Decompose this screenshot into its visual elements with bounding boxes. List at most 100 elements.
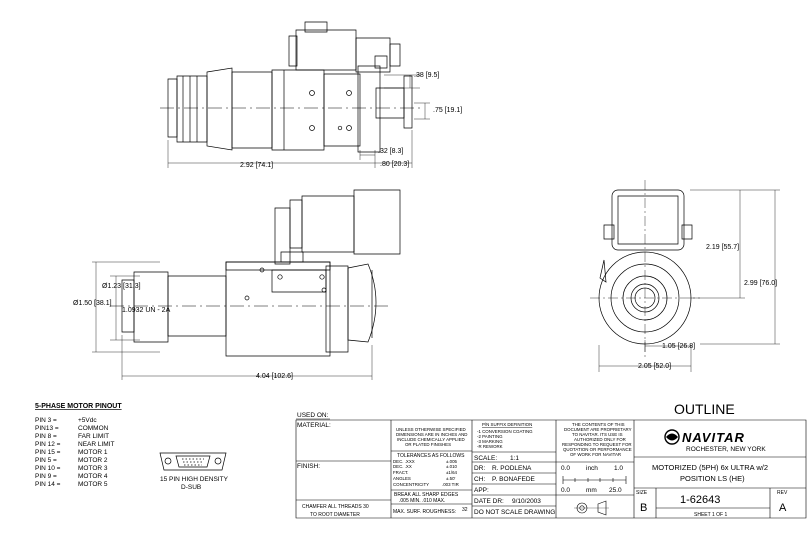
- inch-scale-max: 1.0: [614, 465, 623, 472]
- part-number: 1-62643: [680, 494, 720, 506]
- approved-by-label: APP:: [474, 487, 489, 494]
- sheet-number: SHEET 1 OF 1: [694, 512, 727, 518]
- pin-label: PIN 12 =: [35, 441, 61, 448]
- pin-function: MOTOR 1: [78, 449, 108, 456]
- tolerance-label: DEC. .XXX: [393, 459, 415, 464]
- top-view: [160, 22, 430, 168]
- dim-top-len-32: .32 [8.3]: [378, 148, 403, 155]
- pin-label: PIN 14 =: [35, 481, 61, 488]
- dim-side-thread: 1.0932 UN - 2A: [122, 307, 171, 314]
- proprietary-note: RESPONDING TO REQUEST FOR: [562, 442, 632, 447]
- dim-top-len-80: .80 [20.3]: [380, 161, 409, 168]
- suffix-row: -R REWORK: [477, 444, 503, 449]
- size-value: B: [640, 502, 647, 514]
- finish-label: FINISH:: [297, 463, 320, 470]
- general-note: UNLESS OTHERWISE SPECIFIED: [396, 427, 466, 432]
- pin-function: +5Vdc: [78, 417, 97, 424]
- connector-label: D-SUB: [181, 484, 201, 491]
- suffix-row: -2 PAINTING: [477, 434, 503, 439]
- dim-end-w-105: 1.05 [26.8]: [662, 343, 695, 350]
- chamfer-note: TO ROOT DIAMETER: [310, 512, 360, 518]
- dim-end-h-219: 2.19 [55.7]: [706, 244, 739, 251]
- drawn-by-label: DR:: [474, 465, 485, 472]
- title-block-text: USED ON: MATERIAL: FINISH: CHAMFER ALL T…: [297, 401, 788, 518]
- navitar-logo-icon: NAVITAR: [665, 430, 744, 445]
- general-note: INCLUDE CHEMICALLY APPLIED: [397, 437, 465, 442]
- drawing-description: MOTORIZED (5PH) 6x ULTRA w/2: [652, 463, 768, 472]
- pin-function: MOTOR 3: [78, 465, 108, 472]
- dim-side-len-404: 4.04 [102.6]: [256, 373, 293, 380]
- pin-function: COMMON: [78, 425, 109, 432]
- checked-by-label: CH:: [474, 476, 485, 483]
- inch-scale-min: 0.0: [561, 465, 570, 472]
- scale-value: 1:1: [510, 455, 519, 462]
- inch-scale-unit: inch: [586, 465, 598, 472]
- pin-function: MOTOR 5: [78, 481, 108, 488]
- dim-side-dia-123: Ø1.23 [31.3]: [102, 283, 141, 290]
- size-label: SIZE: [636, 490, 648, 496]
- pin-function: NEAR LIMIT: [78, 441, 115, 448]
- tolerance-value: ±.010: [446, 464, 458, 469]
- edge-note: BREAK ALL SHARP EDGES: [394, 492, 459, 498]
- dsub-connector-icon: [160, 453, 226, 470]
- used-on-label: USED ON:: [297, 412, 329, 419]
- do-not-scale-note: DO NOT SCALE DRAWING: [474, 509, 555, 516]
- surface-value: 32: [462, 507, 468, 513]
- drawing-description: POSITION LS (HE): [680, 474, 745, 483]
- side-view: [92, 190, 400, 380]
- pin-label: PIN 15 =: [35, 449, 61, 456]
- mm-scale-min: 0.0: [561, 487, 570, 494]
- dim-top-height-75: .75 [19.1]: [433, 107, 462, 114]
- dim-top-len-292: 2.92 [74.1]: [240, 162, 273, 169]
- pin-function: FAR LIMIT: [78, 433, 109, 440]
- pin-function: MOTOR 2: [78, 457, 108, 464]
- general-note: OR PLATED FINISHES: [405, 442, 451, 447]
- pin-function: MOTOR 4: [78, 473, 108, 480]
- proprietary-note: THE CONTENTS OF THIS: [572, 422, 625, 427]
- pinout-section: 5-PHASE MOTOR PINOUT PIN 3 = +5Vdc PIN13…: [35, 403, 229, 491]
- pin-label: PIN 3 =: [35, 417, 57, 424]
- dim-side-dia-150: Ø1.50 [38.1]: [73, 300, 112, 307]
- dim-end-h-299: 2.99 [76.0]: [744, 280, 777, 287]
- surface-note: MAX. SURF. ROUGHNESS:: [393, 509, 456, 515]
- date-value: 9/10/2003: [512, 498, 541, 505]
- dim-top-height-38: .38 [9.5]: [414, 72, 439, 79]
- mm-scale-unit: mm: [586, 487, 597, 494]
- drawing-type-title: OUTLINE: [674, 401, 735, 417]
- date-label: DATE DR:: [474, 498, 504, 505]
- pinout-title: 5-PHASE MOTOR PINOUT: [35, 403, 122, 410]
- tolerance-value: ±1/64: [446, 470, 458, 475]
- suffix-row: -1 CONVERSION COATING: [477, 429, 533, 434]
- suffix-row: -3 MARKING: [477, 439, 503, 444]
- end-view: [590, 180, 780, 372]
- proprietary-note: QUOTATION OR PERFORMANCE: [563, 447, 632, 452]
- tolerance-value: .003 TIR: [442, 482, 459, 487]
- dimension-labels: .38 [9.5] .75 [19.1] 2.92 [74.1] .32 [8.…: [73, 72, 777, 380]
- checked-by-value: P. BONAFEDE: [492, 476, 536, 483]
- dim-end-w-205: 2.05 [52.0]: [638, 363, 671, 370]
- revision-label: REV: [777, 490, 788, 496]
- chamfer-note: CHAMFER ALL THREADS 30: [302, 504, 369, 510]
- connector-label: 15 PIN HIGH DENSITY: [160, 476, 229, 483]
- scale-label: SCALE:: [474, 455, 497, 462]
- proprietary-note: TO NAVITAR. ITS USE IS: [572, 432, 623, 437]
- pin-label: PIN 10 =: [35, 465, 61, 472]
- proprietary-note: DOCUMENT ARE PROPRIETARY: [564, 427, 632, 432]
- tolerance-value: ±.50': [446, 476, 456, 481]
- tolerance-title: TOLERANCES AS FOLLOWS: [397, 453, 465, 459]
- title-block: [296, 419, 806, 518]
- proprietary-note: OF WORK FOR NAVITAR: [570, 452, 621, 457]
- company-city: ROCHESTER, NEW YORK: [686, 446, 766, 453]
- edge-note: .005 MIN. .010 MAX.: [399, 498, 445, 504]
- tolerance-label: ANGLES: [393, 476, 411, 481]
- mm-scale-max: 25.0: [609, 487, 622, 494]
- proprietary-note: AUTHORIZED ONLY FOR: [574, 437, 626, 442]
- revision-value: A: [779, 502, 787, 514]
- tolerance-label: CONCENTRICITY: [393, 482, 429, 487]
- tolerance-label: FRACT.: [393, 470, 408, 475]
- tolerance-label: DEC. .XX: [393, 464, 412, 469]
- tolerance-value: ±.005: [446, 459, 458, 464]
- pin-label: PIN 9 =: [35, 473, 57, 480]
